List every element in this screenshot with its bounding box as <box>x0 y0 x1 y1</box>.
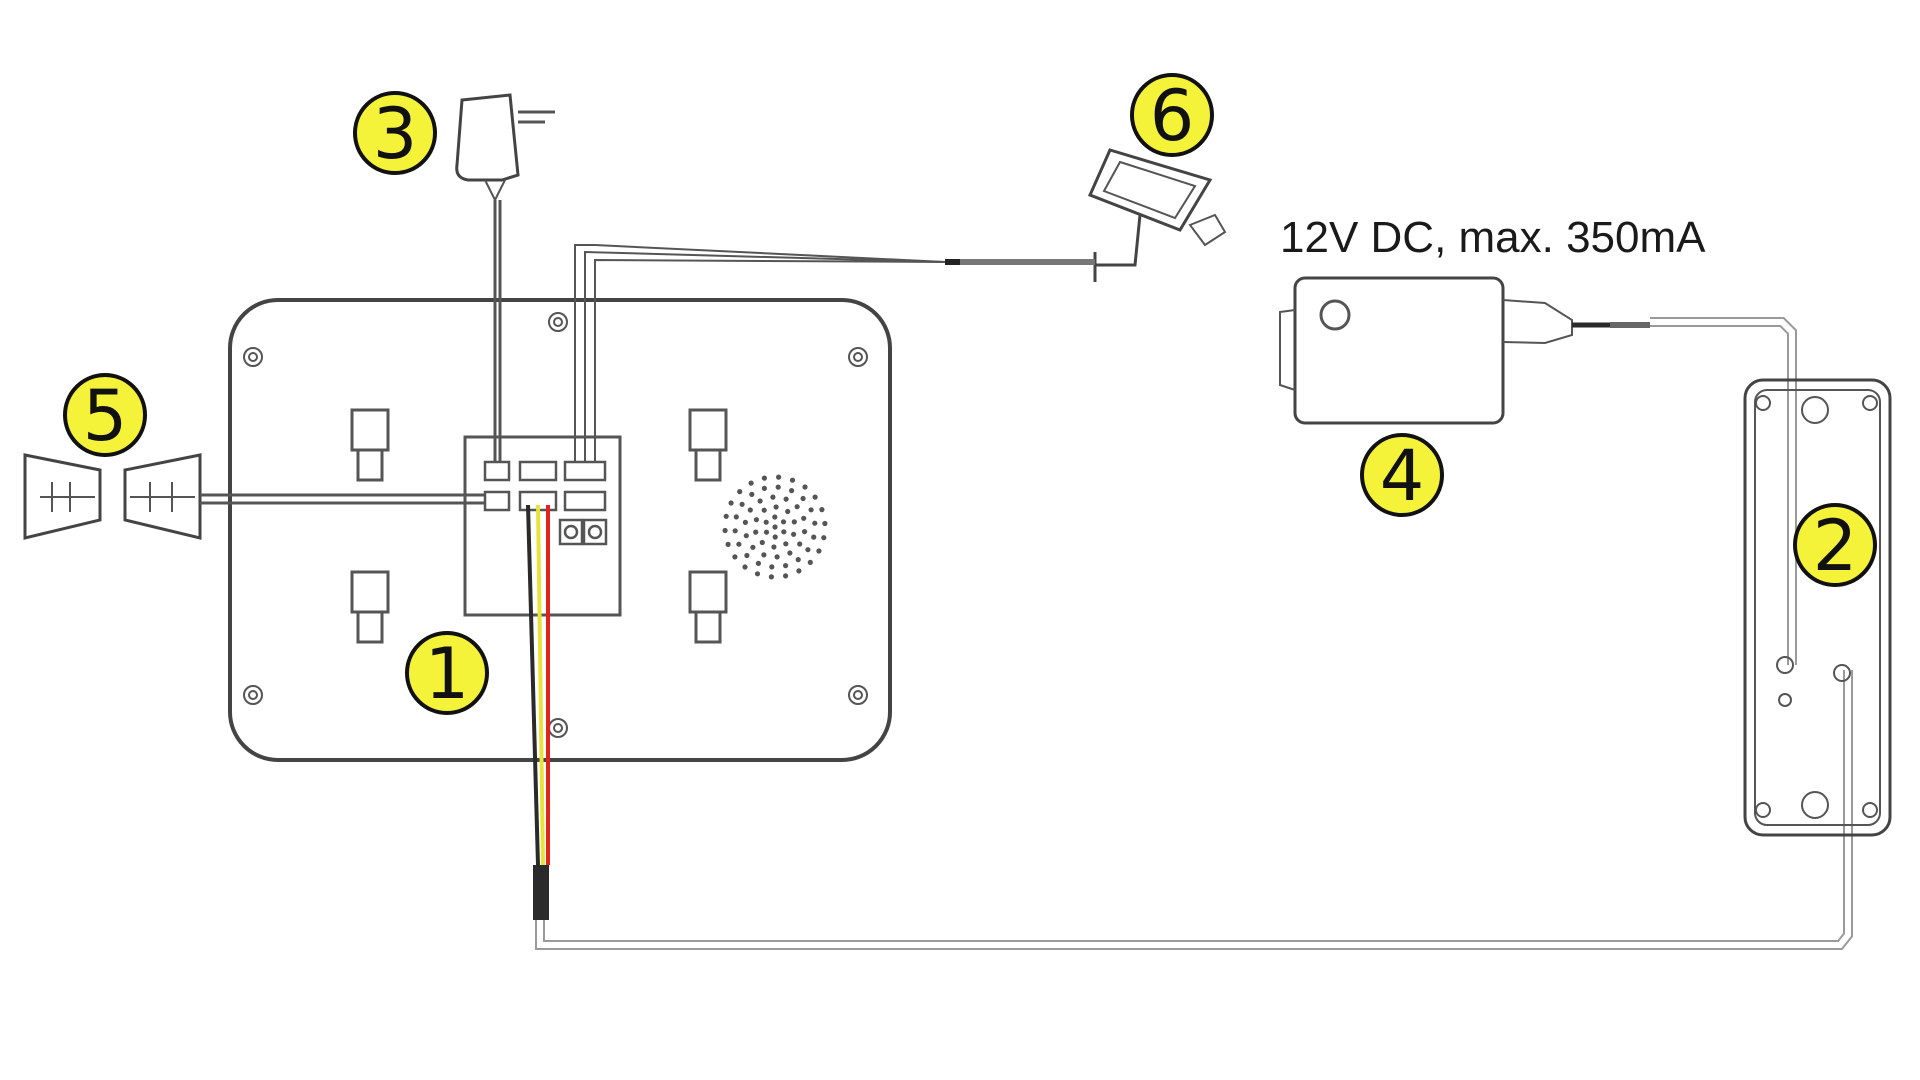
speaker-hole <box>783 563 789 569</box>
speaker-hole <box>723 513 729 519</box>
callout-number: 1 <box>425 633 470 715</box>
speaker-hole <box>796 568 802 574</box>
speaker-hole <box>775 484 781 490</box>
callout-number: 3 <box>373 93 418 175</box>
speaker-hole <box>773 504 779 510</box>
monitor-door-cable <box>526 504 1853 950</box>
speaker-hole <box>743 533 749 539</box>
speaker-hole <box>772 534 778 540</box>
speaker-hole <box>776 474 782 480</box>
speaker-hole <box>772 524 778 530</box>
speaker-hole <box>794 504 800 510</box>
speaker-hole <box>733 514 739 520</box>
speaker-hole <box>787 550 793 556</box>
callout-badge-6: 6 <box>1130 73 1214 157</box>
speaker-hole <box>761 507 767 513</box>
speaker-hole <box>757 498 763 504</box>
speaker-hole <box>808 507 814 513</box>
speaker-hole <box>801 515 807 521</box>
speaker-hole <box>747 507 753 513</box>
speaker-hole <box>742 519 749 526</box>
power-spec-label: 12V DC, max. 350mA <box>1280 213 1706 262</box>
speaker-hole <box>742 564 748 570</box>
speaker-hole <box>763 519 769 525</box>
speaker-hole <box>749 491 755 497</box>
speaker-hole <box>797 541 803 547</box>
speaker-hole <box>748 480 754 486</box>
speaker-hole <box>761 475 768 481</box>
speaker-hole <box>768 574 775 580</box>
monitor-back-panel-icon <box>228 298 892 762</box>
speaker-hole <box>791 531 797 537</box>
speaker-hole <box>750 544 756 550</box>
speaker-hole <box>821 535 827 541</box>
speaker-hole <box>728 500 734 506</box>
speaker-hole <box>753 529 759 535</box>
speaker-hole <box>822 520 828 527</box>
power-supply-box-icon <box>1279 276 1797 665</box>
speaker-hole <box>725 541 731 548</box>
power-adapter-icon <box>455 93 555 462</box>
callout-number: 6 <box>1150 75 1195 157</box>
speaker-hole <box>780 519 787 525</box>
speaker-hole <box>769 564 775 570</box>
callout-number: 5 <box>83 375 128 457</box>
speaker-hole <box>812 520 818 526</box>
speaker-hole <box>732 528 738 534</box>
speaker-hole <box>819 507 825 513</box>
speaker-hole <box>781 529 787 535</box>
speaker-hole <box>795 557 801 563</box>
speaker-hole <box>800 495 806 502</box>
speaker-hole <box>789 488 795 494</box>
speaker-hole <box>783 573 789 579</box>
speaker-hole <box>785 508 791 515</box>
speaker-hole <box>744 552 750 559</box>
speaker-hole <box>761 485 768 491</box>
speaker-hole <box>802 529 808 535</box>
speaker-hole <box>783 541 789 547</box>
speaker-hole <box>816 548 822 554</box>
speaker-hole <box>770 494 776 500</box>
callout-badge-3: 3 <box>353 91 437 175</box>
cctv-camera-icon <box>574 148 1227 462</box>
speaker-hole <box>732 554 738 560</box>
speaker-hole <box>763 529 770 535</box>
door-station-icon <box>1743 378 1892 837</box>
speaker-hole <box>754 571 761 577</box>
speaker-hole <box>811 534 817 540</box>
speaker-hole <box>774 554 780 560</box>
speaker-hole <box>736 541 742 547</box>
callout-number: 4 <box>1380 435 1425 517</box>
speaker-hole <box>739 501 745 507</box>
speaker-hole <box>722 527 728 534</box>
speaker-hole <box>789 477 796 483</box>
callout-number: 2 <box>1813 505 1858 587</box>
speaker-hole <box>802 484 808 490</box>
speaker-hole <box>761 552 767 558</box>
speaker-hole <box>807 559 813 566</box>
speaker-hole <box>805 547 811 553</box>
callout-badge-1: 1 <box>405 631 489 715</box>
speaker-grille <box>722 474 828 580</box>
speaker-hole <box>772 514 778 520</box>
callout-badge-2: 2 <box>1793 503 1877 587</box>
speaker-hole <box>771 544 777 550</box>
horn-speaker-icon <box>23 453 485 540</box>
speaker-hole <box>759 539 765 546</box>
speaker-hole <box>791 519 797 525</box>
speaker-hole <box>755 560 762 567</box>
callout-badge-5: 5 <box>63 373 147 457</box>
speaker-hole <box>753 517 760 523</box>
callout-badge-4: 4 <box>1360 433 1444 517</box>
speaker-hole <box>812 494 818 500</box>
speaker-hole <box>737 489 743 495</box>
speaker-hole <box>783 496 789 502</box>
